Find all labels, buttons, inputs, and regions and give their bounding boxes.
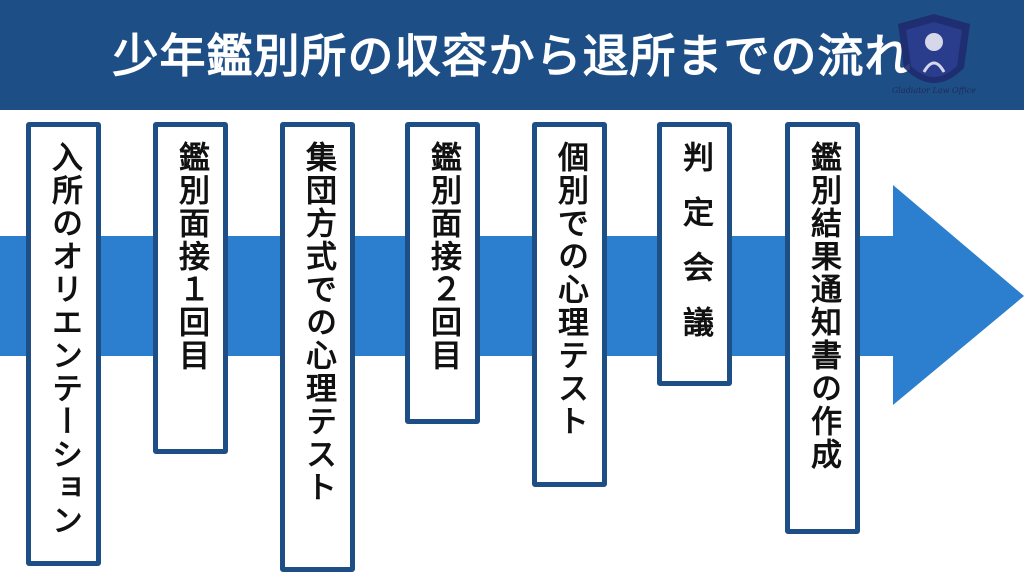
- step-group-test: 集団方式での心理テスト: [280, 122, 355, 572]
- step-interview-1: 鑑別面接１回目: [153, 122, 228, 454]
- step-result-notice: 鑑別結果通知書の作成: [785, 122, 860, 534]
- title-banner: [0, 0, 1024, 110]
- page-title: 少年鑑別所の収容から退所までの流れ: [112, 29, 912, 83]
- step-label: 鑑別面接２回目: [425, 141, 461, 372]
- step-label: 集団方式での心理テスト: [300, 141, 336, 504]
- step-individual-test: 個別での心理テスト: [532, 122, 607, 487]
- step-orientation: 入所のオリエンテーション: [26, 122, 101, 566]
- logo-text: Gladiator Law Office: [891, 86, 977, 95]
- step-label: 入所のオリエンテーション: [46, 141, 82, 537]
- step-interview-2: 鑑別面接２回目: [405, 122, 480, 424]
- step-label: 鑑別面接１回目: [173, 141, 209, 372]
- step-label: 個別での心理テスト: [552, 141, 588, 438]
- step-label: 鑑別結果通知書の作成: [805, 141, 841, 471]
- step-label: 判定会議: [677, 141, 713, 361]
- step-judgment-meeting: 判定会議: [657, 122, 732, 386]
- lawyer-crest-icon: [898, 14, 970, 83]
